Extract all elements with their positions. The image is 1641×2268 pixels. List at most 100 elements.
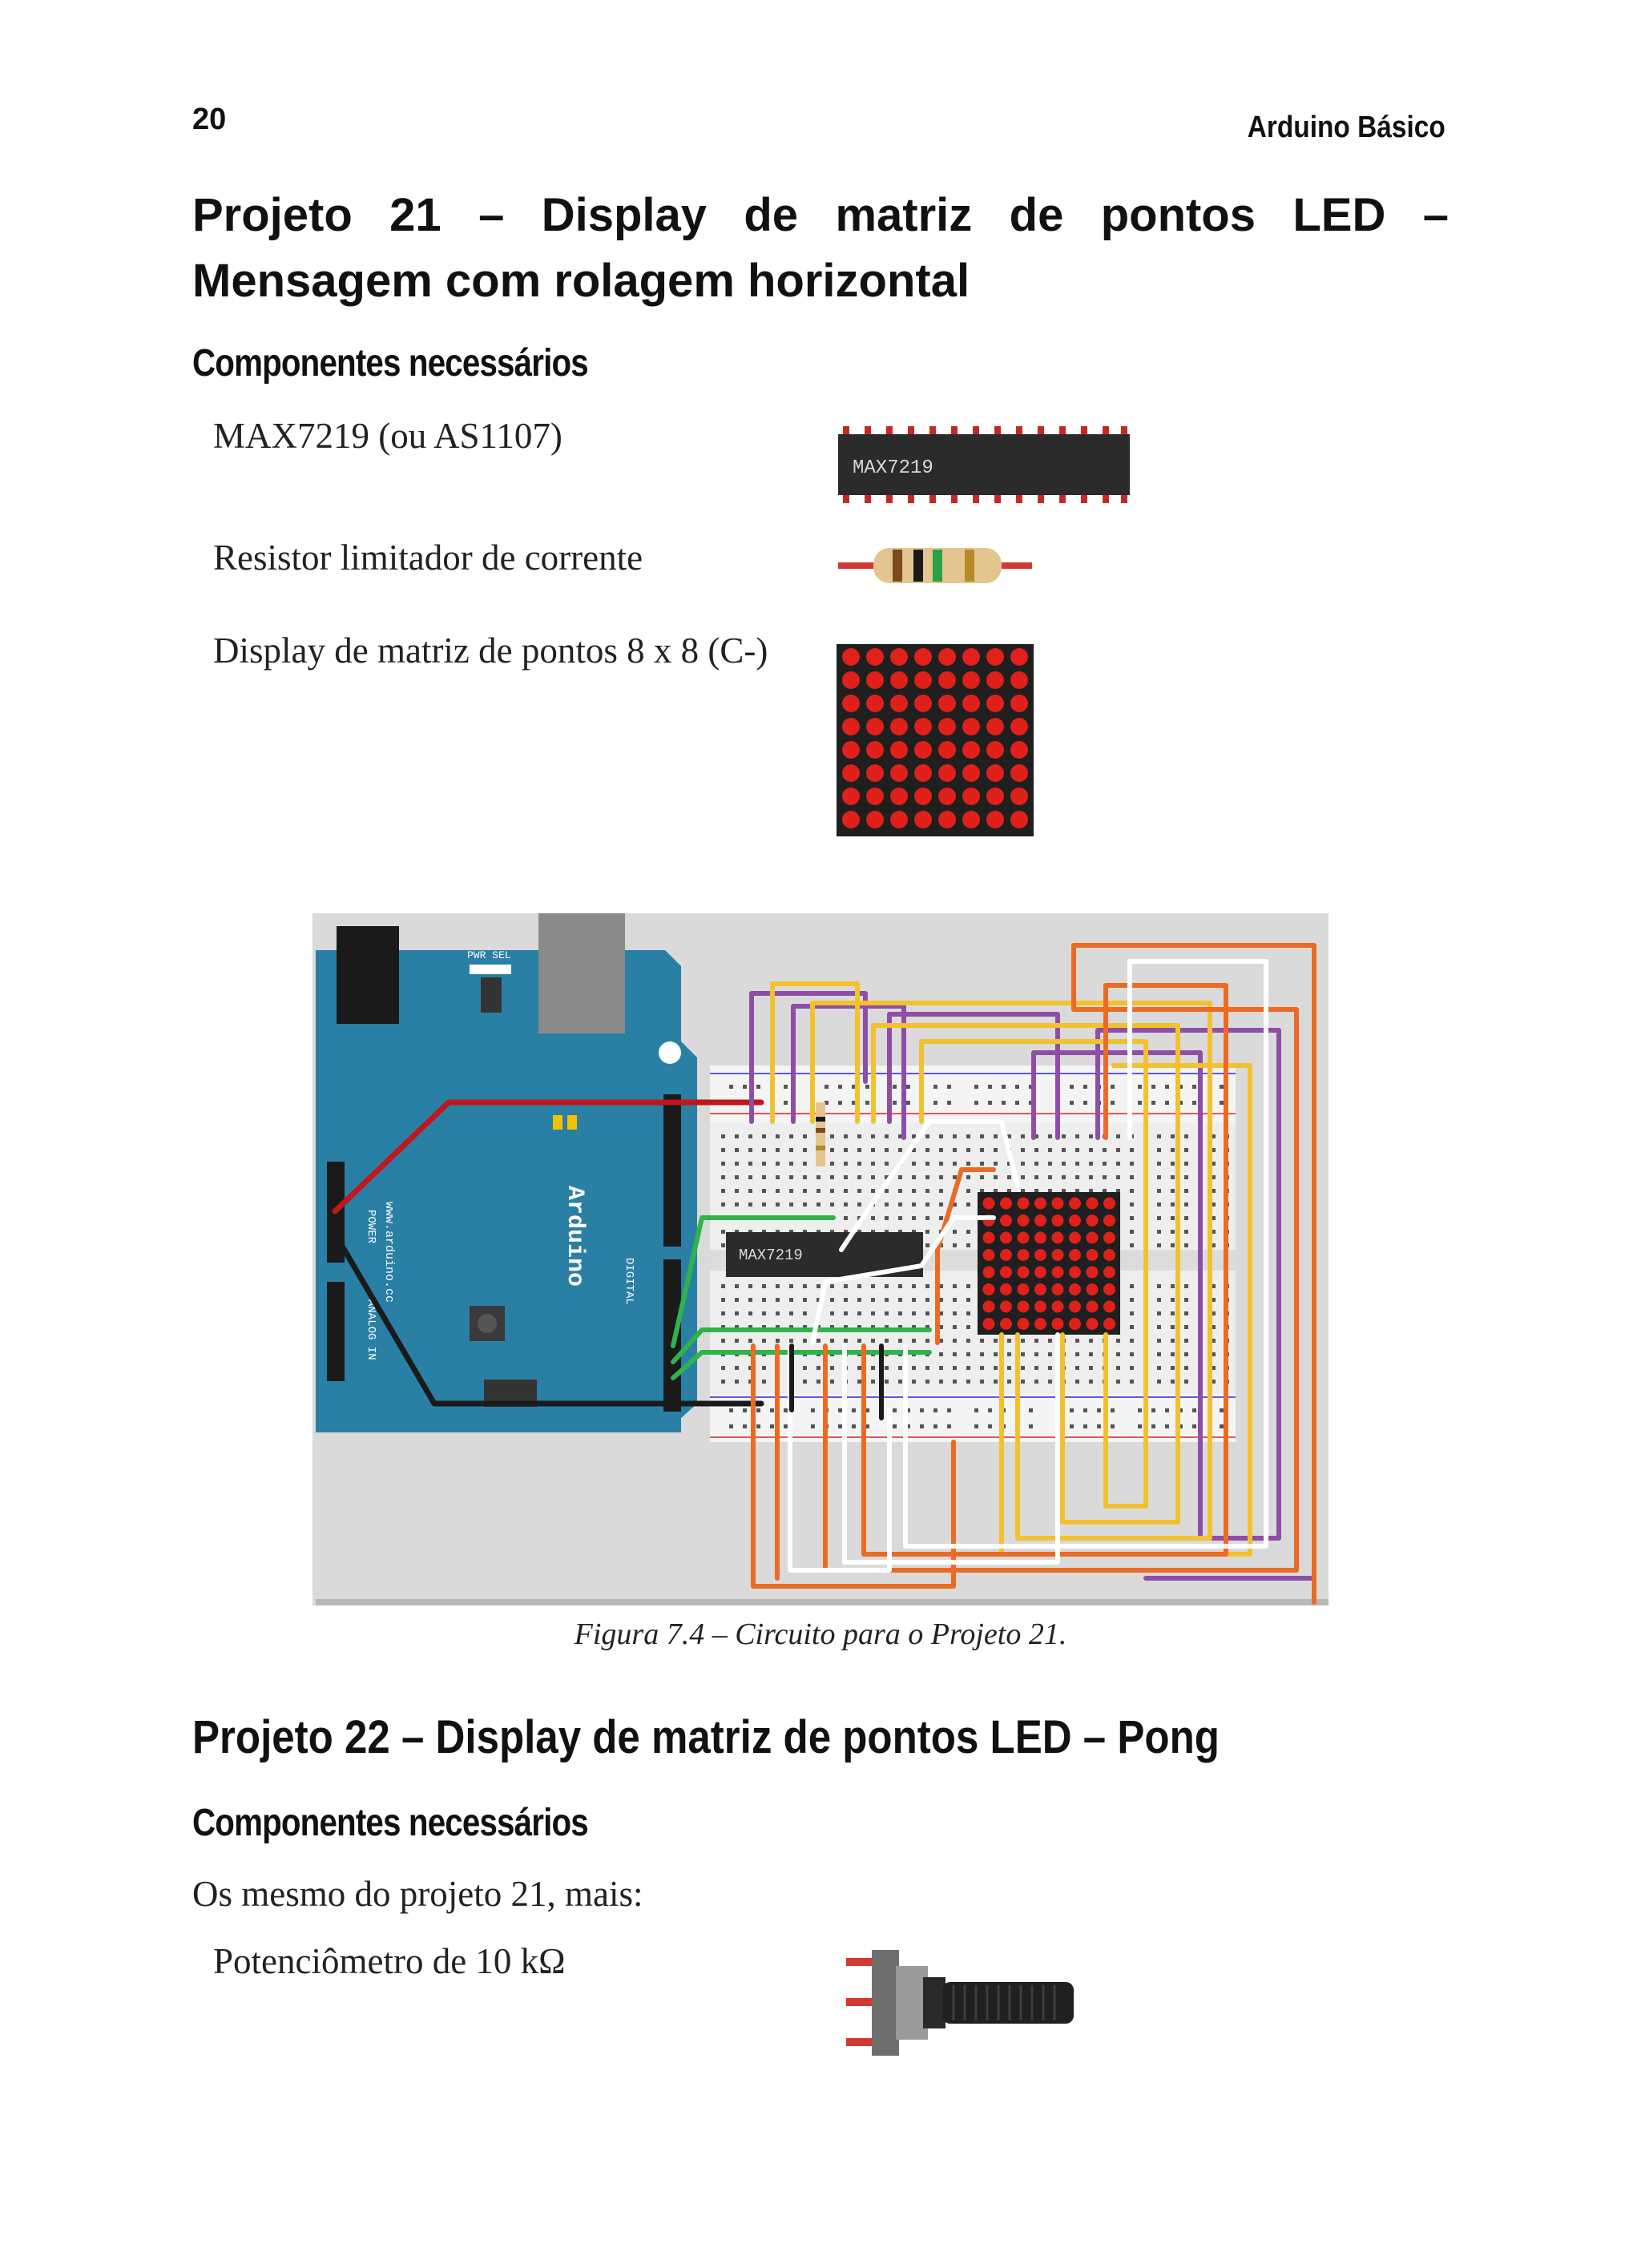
project22-intro: Os mesmo do projeto 21, mais: <box>192 1874 643 1914</box>
led-dot <box>1051 1249 1064 1261</box>
chip-marking: MAX7219 <box>853 457 933 479</box>
circuit-figure: PWR SEL Arduino www.arduino.cc DIGITAL P… <box>312 913 1329 1605</box>
led-dot <box>962 741 980 759</box>
led-dot <box>866 811 884 828</box>
led-dot <box>1086 1231 1099 1244</box>
led-matrix-on-breadboard <box>978 1192 1120 1335</box>
led-dot <box>866 788 884 805</box>
led-dot <box>890 741 908 759</box>
led-dot <box>1034 1283 1046 1295</box>
led-dot <box>962 648 980 666</box>
led-dot <box>1069 1197 1081 1210</box>
led-dot <box>962 788 980 805</box>
led-dot <box>890 718 908 735</box>
arduino-board <box>316 950 697 1432</box>
led-dot <box>1010 671 1028 689</box>
led-dot <box>938 671 956 689</box>
led-dot <box>1051 1231 1064 1244</box>
led-dot <box>938 764 956 782</box>
led-dot <box>938 811 956 828</box>
led-dot <box>1010 718 1028 735</box>
component-label-max7219: MAX7219 (ou AS1107) <box>213 416 562 456</box>
led-dot <box>962 764 980 782</box>
led-dot <box>982 1318 995 1330</box>
led-dot <box>866 764 884 782</box>
arduino-label: Arduino <box>561 1186 588 1287</box>
led-dot <box>1069 1231 1081 1244</box>
led-dot <box>1103 1231 1115 1244</box>
led-dot <box>982 1266 995 1279</box>
led-dot <box>1069 1249 1081 1261</box>
max7219-chip-image: MAX7219 <box>838 426 1130 503</box>
led-dot <box>1103 1249 1115 1261</box>
led-dot <box>1000 1318 1012 1330</box>
led-dot <box>1010 811 1028 828</box>
led-dot <box>1017 1300 1030 1313</box>
led-dot <box>1086 1197 1099 1210</box>
svg-text:PWR SEL: PWR SEL <box>467 949 511 961</box>
led-dot <box>982 1197 995 1210</box>
led-dot <box>1069 1266 1081 1279</box>
project22-title: Projeto 22 – Display de matriz de pontos… <box>192 1711 1220 1763</box>
led-dot <box>986 648 1004 666</box>
led-dot <box>890 788 908 805</box>
led-dot <box>986 741 1004 759</box>
figure-caption: Figura 7.4 – Circuito para o Projeto 21. <box>574 1617 1067 1651</box>
led-dot <box>842 671 860 689</box>
led-dot <box>1017 1318 1030 1330</box>
led-dot <box>1010 648 1028 666</box>
power-jack <box>337 926 399 1024</box>
led-dot <box>1103 1266 1115 1279</box>
led-dot <box>890 764 908 782</box>
led-dot <box>938 695 956 712</box>
led-dot <box>1051 1215 1064 1227</box>
led-dot <box>1034 1249 1046 1261</box>
svg-text:POWER: POWER <box>365 1210 377 1244</box>
led-dot <box>866 648 884 666</box>
led-dot <box>1086 1283 1099 1295</box>
running-head: Arduino Básico <box>1247 111 1445 144</box>
led-dot <box>1010 741 1028 759</box>
led-dot <box>982 1231 995 1244</box>
led-dot <box>914 811 932 828</box>
led-dot <box>914 764 932 782</box>
led-dot <box>866 718 884 735</box>
led-dot <box>914 718 932 735</box>
led-dot <box>1010 695 1028 712</box>
led-dot <box>1017 1249 1030 1261</box>
led-dot <box>938 741 956 759</box>
led-dot <box>1017 1231 1030 1244</box>
led-dot <box>962 811 980 828</box>
usb-connector <box>538 913 625 1033</box>
led-dot <box>1051 1300 1064 1313</box>
led-dot <box>914 671 932 689</box>
led-dot <box>1000 1231 1012 1244</box>
led-dot <box>890 811 908 828</box>
led-dot <box>986 764 1004 782</box>
led-dot <box>1051 1318 1064 1330</box>
led-dot <box>1103 1300 1115 1313</box>
svg-text:MAX7219: MAX7219 <box>739 1247 803 1264</box>
led-dot <box>938 718 956 735</box>
led-dot <box>1069 1318 1081 1330</box>
svg-text:www.arduino.cc: www.arduino.cc <box>382 1202 396 1303</box>
svg-text:ANALOG IN: ANALOG IN <box>365 1299 377 1360</box>
led-dot <box>1000 1266 1012 1279</box>
component-label-matrix: Display de matriz de pontos 8 x 8 (C-) <box>213 630 768 671</box>
led-dot <box>914 788 932 805</box>
led-dot <box>914 741 932 759</box>
led-dot <box>1034 1300 1046 1313</box>
led-dot <box>890 671 908 689</box>
led-dot <box>982 1283 995 1295</box>
led-dot <box>914 648 932 666</box>
page-number: 20 <box>192 103 227 136</box>
led-dot <box>1034 1318 1046 1330</box>
led-dot <box>1069 1300 1081 1313</box>
led-dot <box>842 718 860 735</box>
project22-components-heading: Componentes necessários <box>192 1802 589 1844</box>
led-dot <box>866 671 884 689</box>
led-dot <box>842 788 860 805</box>
potentiometer-image <box>846 1950 1074 2056</box>
led-dot <box>1086 1215 1099 1227</box>
led-dot <box>1017 1197 1030 1210</box>
